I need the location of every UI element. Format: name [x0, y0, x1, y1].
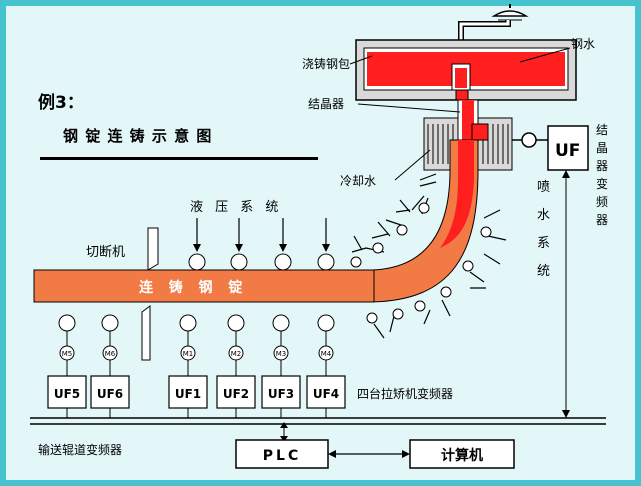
svg-text:器: 器 [596, 213, 608, 227]
bottom-rollers [58, 314, 335, 332]
svg-text:晶: 晶 [596, 141, 608, 155]
molten-steel-label: 钢水 [571, 37, 595, 51]
bus-taps [66, 408, 327, 418]
uf4-label: UF4 [313, 387, 339, 401]
svg-text:M2: M2 [231, 350, 242, 358]
uf1-label: UF1 [175, 387, 201, 401]
ladle-label: 浇铸钢包 [302, 56, 350, 71]
hydraulic-arrowheads [193, 244, 330, 252]
example-label: 例3： [38, 92, 84, 113]
page-title: 钢 锭 连 铸 示 意 图 [63, 127, 212, 145]
svg-text:结: 结 [596, 123, 608, 137]
uf5-box [47, 375, 87, 409]
uf5-label: UF5 [54, 387, 80, 401]
molten-steel-leader [519, 47, 571, 63]
uf6-label: UF6 [97, 387, 123, 401]
spray-system-label: 喷 水 系 统 [537, 180, 550, 279]
svg-text:M1: M1 [183, 350, 194, 358]
svg-text:频: 频 [596, 195, 608, 209]
svg-text:变: 变 [596, 176, 608, 191]
uf2-box [216, 375, 256, 409]
cutter-label: 切断机 [86, 245, 125, 260]
crystallizer-label: 结晶器 [308, 97, 344, 111]
motor-icon: M1 [180, 345, 196, 361]
conveyor-vfd-label: 输送辊道变频器 [38, 442, 122, 457]
motor-icon: M4 [318, 345, 334, 361]
plc-bus-arrows [280, 422, 288, 442]
cooling-water-leader [394, 149, 431, 181]
computer-label: 计算机 [441, 447, 483, 464]
hydraulic-arrows [196, 218, 327, 246]
motor-icon: M5 [59, 345, 75, 361]
straightener-vfd-label: 四台拉矫机变频器 [357, 386, 453, 401]
svg-text:器: 器 [596, 159, 608, 173]
uf-boxes: UF5 UF6 UF1 UF2 UF3 UF4 [47, 375, 346, 409]
motor-icon: M2 [228, 345, 244, 361]
svg-text:M3: M3 [276, 350, 287, 358]
spray-char-1: 喷 [537, 180, 550, 195]
uf1-box [168, 375, 208, 409]
crystallizer-uf-label: UF [555, 141, 580, 161]
svg-text:M5: M5 [62, 350, 73, 358]
svg-text:M4: M4 [321, 350, 332, 358]
billet [33, 269, 375, 303]
ladle-leader [349, 55, 373, 65]
plc-label: PLC [263, 448, 301, 464]
crystallizer-uf-box [547, 125, 589, 171]
spray-char-3: 系 [537, 236, 550, 251]
spray-char-2: 水 [537, 208, 550, 223]
plc-box [235, 439, 329, 469]
hydraulic-system-label: 液 压 系 统 [190, 200, 282, 215]
motor-icon: M6 [102, 345, 118, 361]
title-underline [40, 157, 318, 160]
strand-core [440, 140, 474, 248]
uf2-label: UF2 [223, 387, 249, 401]
drive-chains [66, 331, 327, 376]
drive-motors: M5 M6 M1 M2 M3 M4 [59, 345, 334, 361]
uf3-box [261, 375, 301, 409]
crystallizer-leader [357, 103, 461, 113]
cooling-water-label: 冷却水 [340, 174, 376, 188]
crystallizer-vfd-label: 结 晶 器 变 频 器 [596, 123, 608, 227]
cutter-blade-bottom [141, 305, 151, 361]
motor-icon: M3 [273, 345, 289, 361]
crystallizer-motor-icon [521, 132, 537, 148]
cutter-blade-top [147, 227, 159, 271]
roller-spray [350, 202, 492, 324]
billet-label: 连 铸 钢 锭 [139, 279, 244, 296]
svg-text:M6: M6 [105, 350, 116, 358]
computer-box [409, 439, 515, 469]
spray-char-4: 统 [537, 264, 550, 279]
ladle [355, 39, 577, 101]
uf3-label: UF3 [268, 387, 294, 401]
